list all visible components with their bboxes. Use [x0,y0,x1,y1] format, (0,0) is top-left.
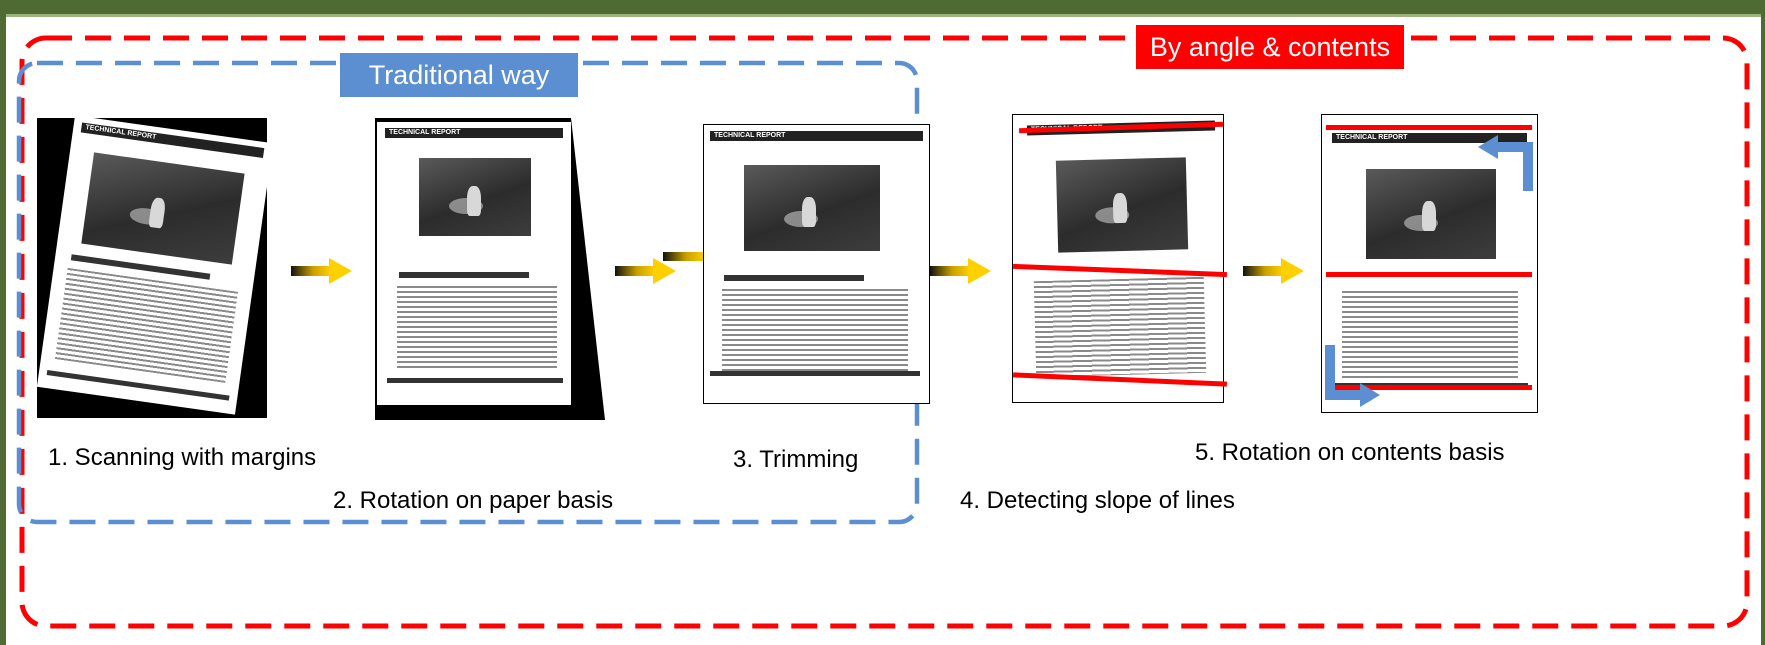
page-header: TECHNICAL REPORT [710,131,923,141]
traditional-way-label: Traditional way [340,53,578,97]
ship-photo [744,165,880,251]
aligned-line-middle [1326,272,1532,277]
step2-rotated: TECHNICAL REPORT [375,118,605,420]
top-border-highlight [0,14,1765,17]
page-header: TECHNICAL REPORT [1332,133,1527,143]
rotated-page: TECHNICAL REPORT [377,122,571,405]
step3-trimmed: TECHNICAL REPORT [703,124,930,404]
step5-caption: 5. Rotation on contents basis [1195,439,1505,466]
ship-photo [419,158,531,236]
step3-caption: 3. Trimming [733,446,859,473]
step4-caption: 4. Detecting slope of lines [960,487,1235,514]
aligned-line-top [1326,125,1532,130]
arrow-4 [1243,258,1304,284]
detected-line-middle [1012,263,1228,278]
arrow-1 [291,258,352,284]
aligned-line-bottom [1326,385,1532,390]
by-angle-contents-label: By angle & contents [1136,25,1404,69]
arrow-2 [615,258,676,284]
arrow-2-tail [663,252,705,261]
red-dashed-frame [19,35,1750,629]
rotate-arrow-top-icon [1478,135,1533,191]
ship-photo [81,152,245,265]
step2-caption: 2. Rotation on paper basis [333,487,614,514]
rotate-arrow-bottom-icon [1325,345,1380,407]
right-border [1761,14,1765,645]
left-border [0,14,6,645]
ship-photo [1055,157,1189,253]
scanned-page: TECHNICAL REPORT [37,118,267,415]
top-border [0,0,1765,14]
page-header: TECHNICAL REPORT [385,128,563,138]
step5-rotated-contents: TECHNICAL REPORT [1321,114,1538,413]
arrow-3 [930,258,991,284]
step4-detect: TECHNICAL REPORT [1012,114,1228,403]
step1-scan: TECHNICAL REPORT [37,118,267,418]
step1-caption: 1. Scanning with margins [48,444,317,471]
ship-photo [1366,169,1496,259]
page-header: TECHNICAL REPORT [80,122,265,158]
